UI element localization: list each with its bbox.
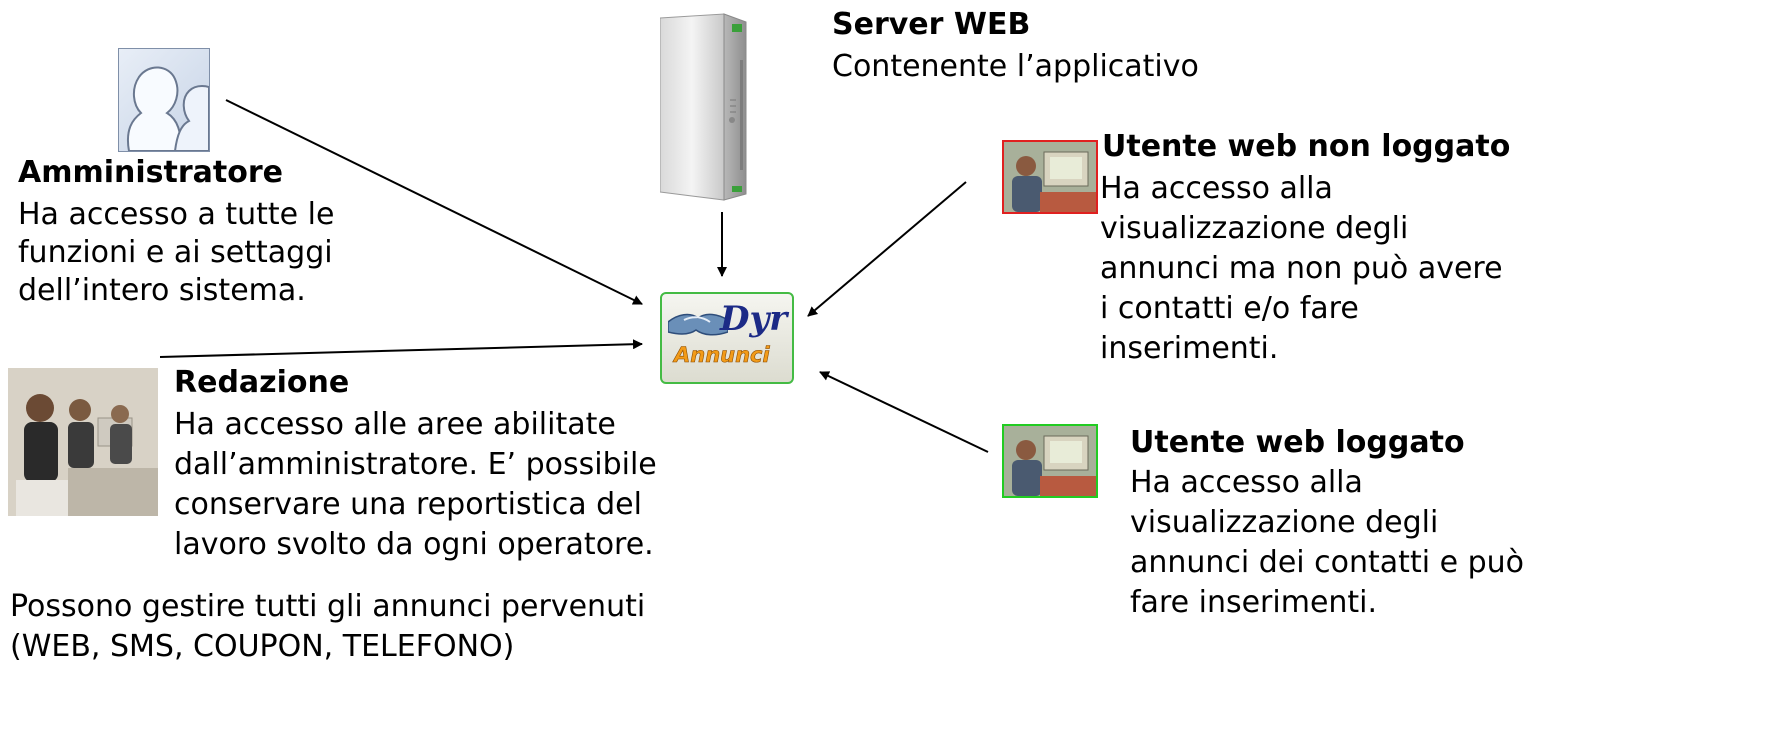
logo-main-text: Dyr [720, 299, 788, 339]
user-logged-line-4: fare inserimenti. [1130, 585, 1378, 620]
user-not-logged-title: Utente web non loggato [1102, 129, 1511, 164]
arrow-redazione-to-logo [159, 339, 643, 358]
server-tower-icon [659, 10, 748, 202]
arrow-admin-to-logo [225, 99, 643, 305]
user-logged-line-3: annunci dei contatti e può [1130, 545, 1524, 580]
logo-sub-text: Annunci [674, 343, 770, 368]
computer-user-photo [1002, 424, 1098, 498]
people-silhouette-icon [118, 48, 210, 152]
user-logged-title: Utente web loggato [1130, 425, 1465, 460]
user-not-logged-line-2: visualizzazione degli [1100, 211, 1409, 246]
computer-user-photo [1002, 140, 1098, 214]
redazione-line-2: dall’amministratore. E’ possibile [174, 447, 657, 482]
user-not-logged-line-4: i contatti e/o fare [1100, 291, 1359, 326]
user-logged-line-2: visualizzazione degli [1130, 505, 1439, 540]
user-not-logged-line-1: Ha accesso alla [1100, 171, 1333, 206]
admin-line-2: funzioni e ai settaggi [18, 235, 333, 270]
arrow-nonlogged-to-logo [807, 181, 967, 317]
server-description: Contenente l’applicativo [832, 49, 1199, 84]
footer-line-1: Possono gestire tutti gli annunci perven… [10, 589, 646, 624]
handshake-logo-icon [668, 313, 728, 336]
arrow-logged-to-logo [819, 371, 989, 453]
user-not-logged-line-3: annunci ma non può avere [1100, 251, 1503, 286]
footer-line-2: (WEB, SMS, COUPON, TELEFONO) [10, 629, 515, 664]
office-workers-photo [8, 368, 158, 516]
dyr-annunci-logo: Dyr Annunci [660, 292, 794, 384]
redazione-line-1: Ha accesso alle aree abilitate [174, 407, 616, 442]
user-logged-line-1: Ha accesso alla [1130, 465, 1363, 500]
redazione-title: Redazione [174, 365, 350, 400]
user-not-logged-line-5: inserimenti. [1100, 331, 1279, 366]
server-title: Server WEB [832, 7, 1031, 42]
admin-line-3: dell’intero sistema. [18, 273, 306, 308]
redazione-line-4: lavoro svolto da ogni operatore. [174, 527, 654, 562]
admin-title: Amministratore [18, 155, 283, 190]
admin-line-1: Ha accesso a tutte le [18, 197, 335, 232]
redazione-line-3: conservare una reportistica del [174, 487, 642, 522]
